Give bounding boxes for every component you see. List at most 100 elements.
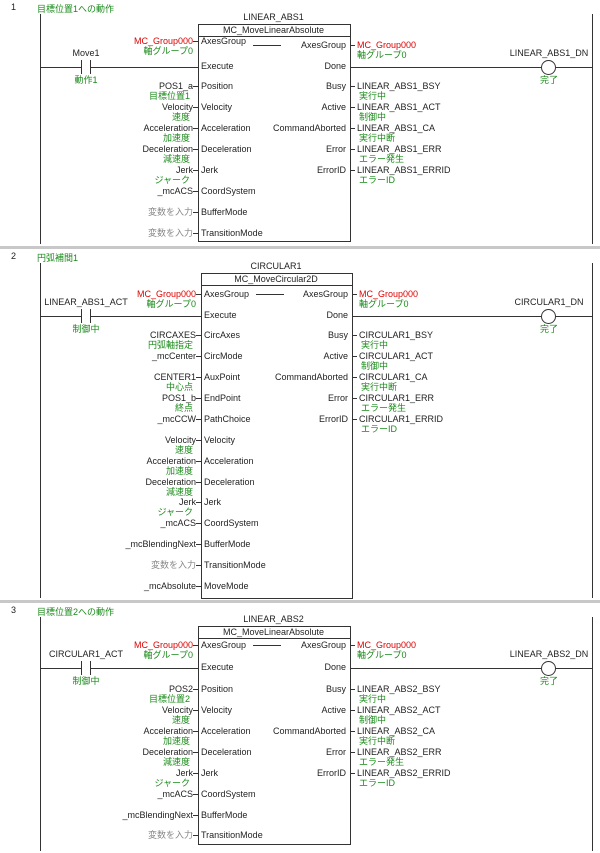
- input-variable[interactable]: _mcCenter: [151, 351, 196, 361]
- fb-instance-name[interactable]: CIRCULAR1: [250, 261, 302, 271]
- input-variable[interactable]: POS1_a: [158, 81, 193, 91]
- input-connector: [196, 377, 201, 378]
- fb-output-pin: CommandAborted: [272, 123, 346, 133]
- fb-input-pin: Velocity: [204, 435, 236, 445]
- output-connector: [350, 710, 355, 711]
- fb-input-pin: PathChoice: [204, 414, 251, 424]
- input-variable[interactable]: Deceleration: [145, 477, 196, 487]
- output-variable[interactable]: LINEAR_ABS1_CA: [357, 123, 436, 133]
- output-variable[interactable]: LINEAR_ABS2_BSY: [357, 684, 441, 694]
- function-block[interactable]: [198, 24, 351, 242]
- function-block[interactable]: [201, 273, 353, 599]
- input-variable[interactable]: Jerk: [175, 165, 193, 175]
- input-variable[interactable]: POS2: [168, 684, 193, 694]
- rung-separator: [0, 600, 600, 603]
- input-variable[interactable]: _mcBlendingNext: [122, 810, 193, 820]
- output-axes-variable[interactable]: MC_Group000: [359, 289, 419, 299]
- input-variable[interactable]: Acceleration: [146, 456, 196, 466]
- coil-symbol[interactable]: [541, 661, 556, 676]
- input-variable[interactable]: Deceleration: [142, 144, 193, 154]
- rung-wire-to-fb: [90, 316, 201, 317]
- input-connector: [193, 128, 198, 129]
- rung-number: 3: [11, 605, 17, 615]
- input-variable[interactable]: _mcACS: [157, 186, 193, 196]
- output-connector: [350, 107, 355, 108]
- input-variable[interactable]: POS1_b: [161, 393, 196, 403]
- coil-symbol[interactable]: [541, 60, 556, 75]
- input-variable[interactable]: Acceleration: [143, 123, 193, 133]
- output-axes-variable[interactable]: MC_Group000: [357, 640, 417, 650]
- input-comment: 加速度: [162, 736, 190, 746]
- fb-output-pin: Error: [326, 144, 346, 154]
- output-variable[interactable]: LINEAR_ABS1_ACT: [357, 102, 441, 112]
- input-variable[interactable]: 変数を入力: [150, 560, 196, 570]
- input-comment: 円弧軸指定: [147, 340, 193, 350]
- output-variable[interactable]: CIRCULAR1_BSY: [359, 330, 434, 340]
- fb-instance-name[interactable]: LINEAR_ABS2: [243, 614, 304, 624]
- output-variable[interactable]: CIRCULAR1_ERRID: [359, 414, 444, 424]
- output-variable[interactable]: LINEAR_ABS2_ERRID: [357, 768, 451, 778]
- contact-comment: 動作1: [74, 75, 98, 85]
- output-comment: 実行中断: [361, 382, 398, 392]
- input-variable[interactable]: Velocity: [161, 102, 193, 112]
- contact-variable[interactable]: LINEAR_ABS1_ACT: [44, 297, 128, 307]
- coil-symbol[interactable]: [541, 309, 556, 324]
- coil-variable[interactable]: LINEAR_ABS2_DN: [509, 649, 589, 659]
- output-variable[interactable]: LINEAR_ABS2_ACT: [357, 705, 441, 715]
- input-connector: [193, 170, 198, 171]
- fb-header-divider: [198, 638, 350, 639]
- coil-variable[interactable]: CIRCULAR1_DN: [514, 297, 584, 307]
- fb-instance-name[interactable]: LINEAR_ABS1: [243, 12, 304, 22]
- fb-input-pin: AxesGroup: [201, 640, 247, 650]
- output-variable[interactable]: CIRCULAR1_CA: [359, 372, 428, 382]
- input-axes-variable[interactable]: MC_Group000: [136, 289, 196, 299]
- fb-input-pin: Acceleration: [201, 726, 251, 736]
- output-axes-comment: 軸グループ0: [357, 650, 407, 660]
- input-variable[interactable]: _mcACS: [160, 518, 196, 528]
- input-variable[interactable]: Acceleration: [143, 726, 193, 736]
- fb-input-pin: CoordSystem: [201, 186, 256, 196]
- input-variable[interactable]: Deceleration: [142, 747, 193, 757]
- rung-wire-right: [350, 668, 541, 669]
- fb-output-pin: Error: [328, 393, 348, 403]
- output-variable[interactable]: LINEAR_ABS1_ERRID: [357, 165, 451, 175]
- input-variable[interactable]: 変数を入力: [147, 228, 193, 238]
- input-variable[interactable]: 変数を入力: [147, 207, 193, 217]
- input-variable[interactable]: Velocity: [164, 435, 196, 445]
- output-comment: 実行中: [359, 91, 387, 101]
- input-variable[interactable]: _mcACS: [157, 789, 193, 799]
- input-variable[interactable]: _mcBlendingNext: [125, 539, 196, 549]
- input-variable[interactable]: CIRCAXES: [149, 330, 196, 340]
- output-variable[interactable]: LINEAR_ABS2_CA: [357, 726, 436, 736]
- coil-variable[interactable]: LINEAR_ABS1_DN: [509, 48, 589, 58]
- input-comment: 速度: [171, 112, 190, 122]
- function-block[interactable]: [198, 626, 351, 845]
- right-power-rail: [592, 617, 593, 851]
- input-variable[interactable]: CENTER1: [153, 372, 196, 382]
- fb-output-pin: CommandAborted: [272, 726, 346, 736]
- output-variable[interactable]: CIRCULAR1_ERR: [359, 393, 435, 403]
- contact-variable[interactable]: Move1: [72, 48, 100, 58]
- output-connector: [352, 335, 357, 336]
- input-variable[interactable]: Jerk: [175, 768, 193, 778]
- fb-output-pin: Busy: [325, 81, 346, 91]
- output-axes-variable[interactable]: MC_Group000: [357, 40, 417, 50]
- fb-output-pin: Active: [323, 351, 348, 361]
- input-variable[interactable]: _mcCCW: [157, 414, 197, 424]
- input-axes-variable[interactable]: MC_Group000: [133, 36, 193, 46]
- fb-input-pin: Jerk: [201, 165, 219, 175]
- output-variable[interactable]: LINEAR_ABS1_ERR: [357, 144, 442, 154]
- output-variable[interactable]: LINEAR_ABS2_ERR: [357, 747, 442, 757]
- input-comment: 速度: [171, 715, 190, 725]
- fb-input-pin: Acceleration: [201, 123, 251, 133]
- input-variable[interactable]: Jerk: [178, 497, 196, 507]
- input-axes-variable[interactable]: MC_Group000: [133, 640, 193, 650]
- input-variable[interactable]: Velocity: [161, 705, 193, 715]
- output-variable[interactable]: CIRCULAR1_ACT: [359, 351, 434, 361]
- output-variable[interactable]: LINEAR_ABS1_BSY: [357, 81, 441, 91]
- input-variable[interactable]: _mcAbsolute: [143, 581, 196, 591]
- input-variable[interactable]: 変数を入力: [147, 830, 193, 840]
- fb-output-pin: AxesGroup: [300, 40, 346, 50]
- fb-input-pin: BufferMode: [204, 539, 251, 549]
- contact-variable[interactable]: CIRCULAR1_ACT: [48, 649, 124, 659]
